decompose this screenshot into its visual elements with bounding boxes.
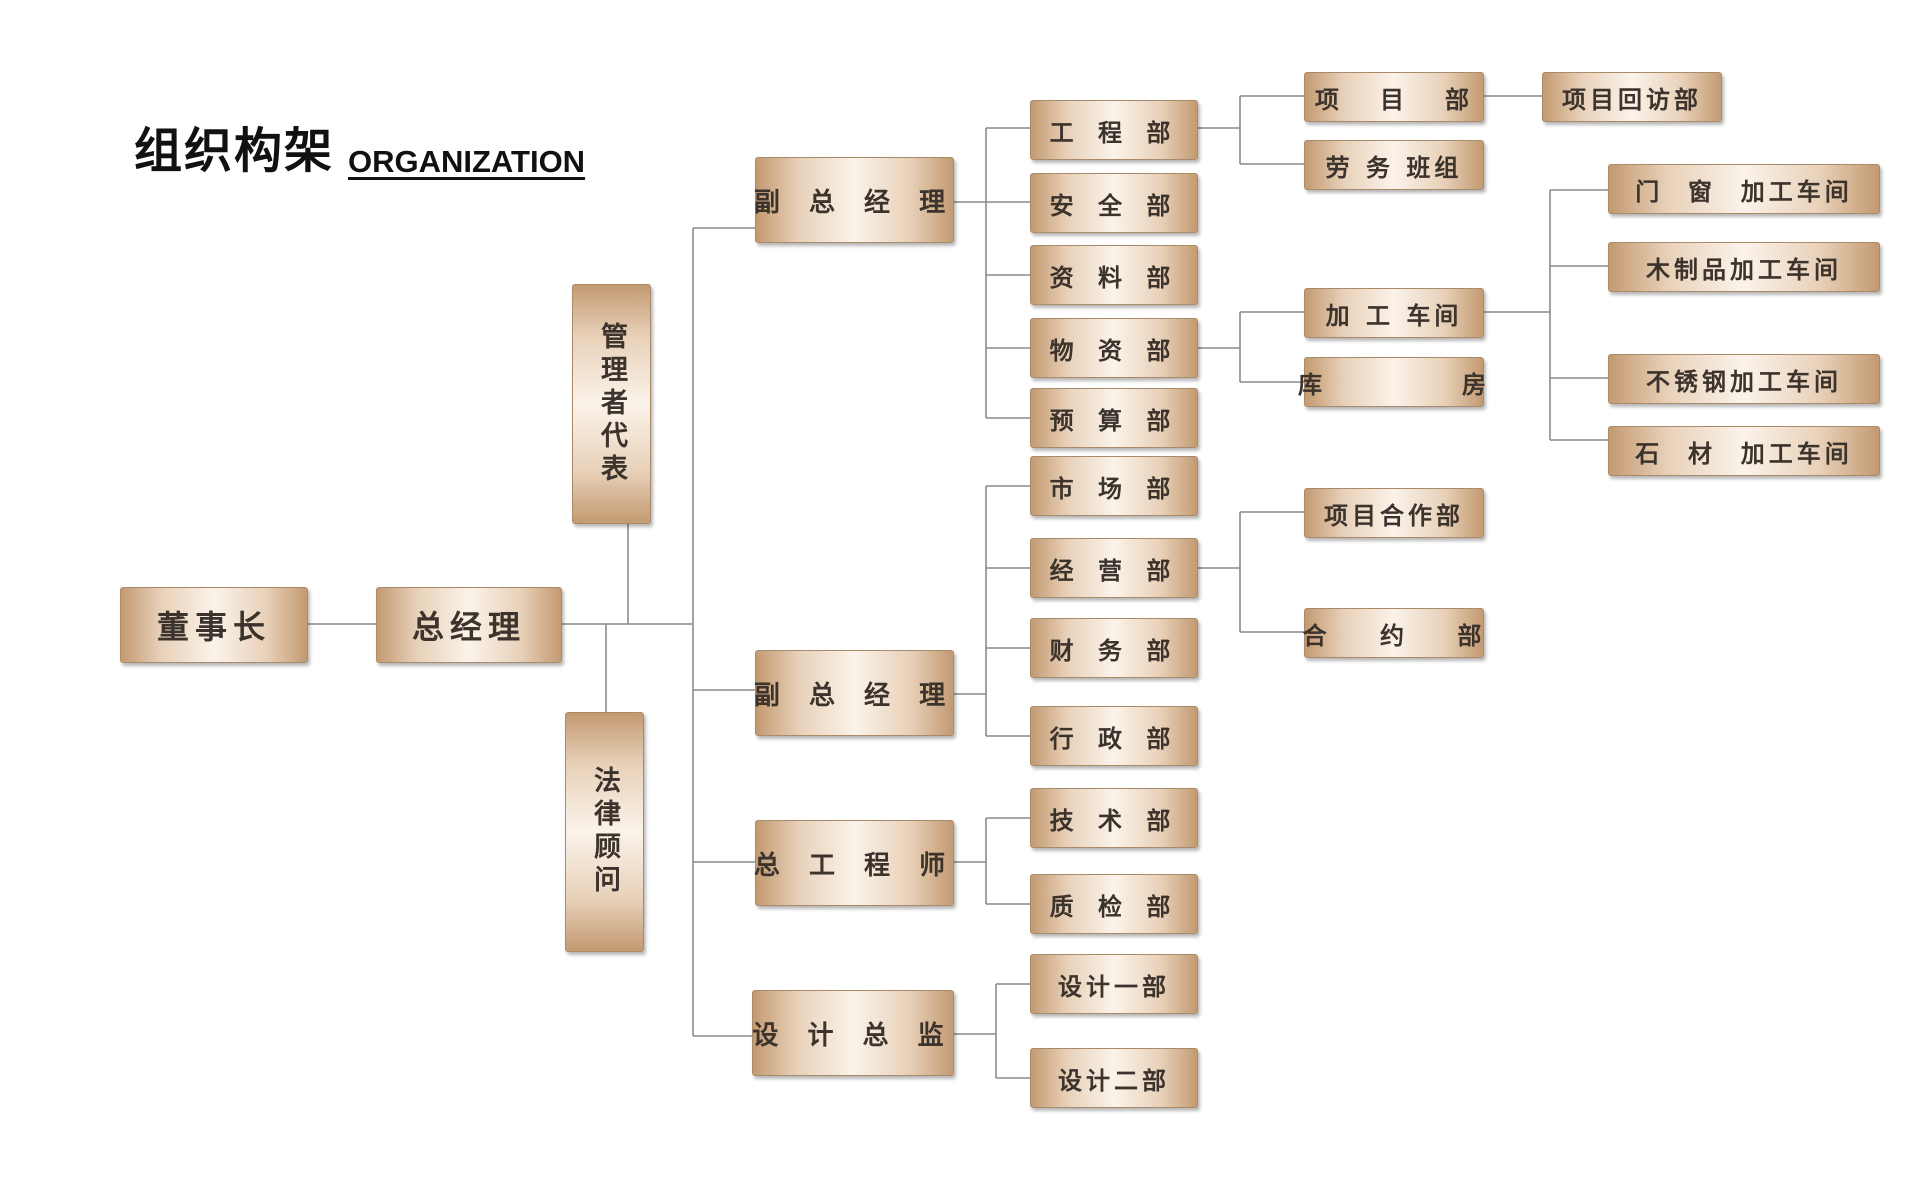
page-subtitle: ORGANIZATION xyxy=(348,144,586,179)
node-materials-dept: 物 资 部 xyxy=(1030,318,1198,378)
node-design-dept-1: 设计一部 xyxy=(1030,954,1198,1014)
node-chief-engineer: 总 工 程 师 xyxy=(754,820,954,906)
node-warehouse: 库 房 xyxy=(1298,357,1486,407)
node-stone-workshop: 石 材 加工车间 xyxy=(1608,426,1880,476)
page-title: 组织构架 xyxy=(134,123,335,179)
node-finance-dept: 财 务 部 xyxy=(1030,618,1198,678)
node-labor-team: 劳 务 班组 xyxy=(1304,140,1484,190)
node-operations-dept: 经 营 部 xyxy=(1030,538,1198,598)
node-stainless-steel-workshop: 不锈钢加工车间 xyxy=(1608,354,1880,404)
node-engineering-dept: 工 程 部 xyxy=(1030,100,1198,160)
node-legal-advisor: 法律顾问 xyxy=(565,712,644,952)
node-general-manager: 总经理 xyxy=(376,587,562,663)
node-vice-gm-1: 副 总 经 理 xyxy=(754,157,954,243)
node-documents-dept: 资 料 部 xyxy=(1030,245,1198,305)
node-door-window-workshop: 门 窗 加工车间 xyxy=(1608,164,1880,214)
node-project-revisit-dept: 项目回访部 xyxy=(1542,72,1722,122)
node-management-representative: 管理者代表 xyxy=(572,284,651,524)
node-vice-gm-2: 副 总 经 理 xyxy=(754,650,954,736)
node-quality-dept: 质 检 部 xyxy=(1030,874,1198,934)
node-design-dept-2: 设计二部 xyxy=(1030,1048,1198,1108)
node-market-dept: 市 场 部 xyxy=(1030,456,1198,516)
node-processing-workshop: 加 工 车间 xyxy=(1304,288,1484,338)
node-admin-dept: 行 政 部 xyxy=(1030,706,1198,766)
node-safety-dept: 安 全 部 xyxy=(1030,173,1198,233)
node-budget-dept: 预 算 部 xyxy=(1030,388,1198,448)
node-project-dept: 项 目 部 xyxy=(1304,72,1484,122)
node-design-director: 设 计 总 监 xyxy=(752,990,954,1076)
node-chairman: 董事长 xyxy=(120,587,308,663)
node-wood-products-workshop: 木制品加工车间 xyxy=(1608,242,1880,292)
node-technology-dept: 技 术 部 xyxy=(1030,788,1198,848)
node-project-cooperation-dept: 项目合作部 xyxy=(1304,488,1484,538)
node-contract-dept: 合 约 部 xyxy=(1303,608,1484,658)
